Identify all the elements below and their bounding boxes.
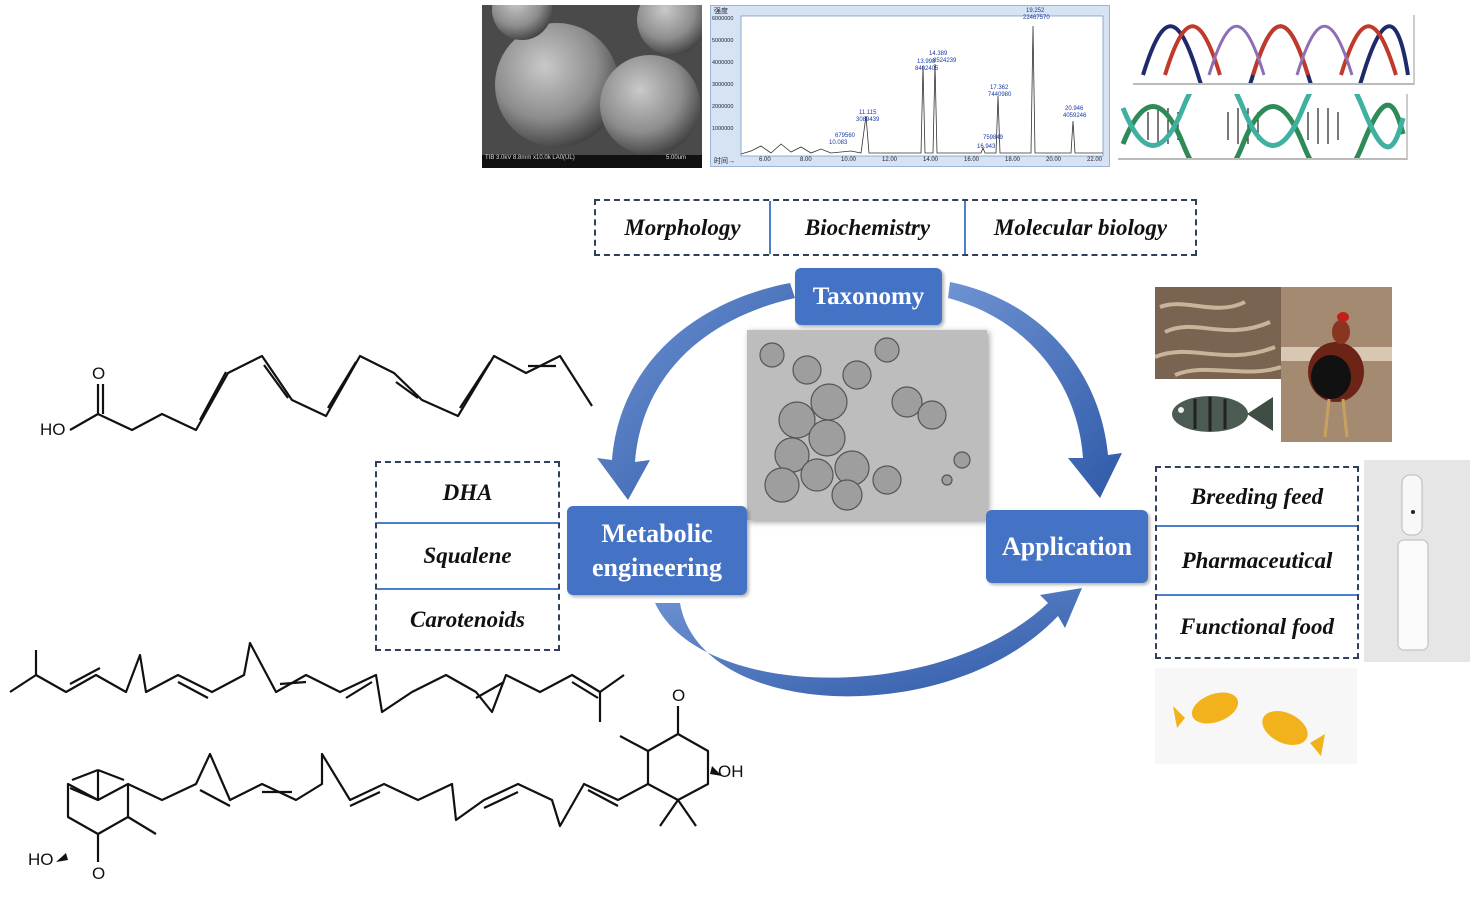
- rooster-photo: [1281, 287, 1392, 442]
- product-carotenoids: Carotenoids: [409, 606, 526, 632]
- chrom-x-tick: 16.00: [964, 157, 980, 163]
- application-label: Application: [1001, 531, 1133, 561]
- squalene-structure: [9, 641, 625, 722]
- chrom-peak-label: 8402405: [915, 66, 939, 72]
- chrom-peak-label: 20.946: [1065, 106, 1084, 112]
- chrom-peak-label: 22467570: [1023, 15, 1050, 21]
- chrom-x-tick: 20.00: [1046, 157, 1062, 163]
- method-morphology: Morphology: [624, 214, 741, 240]
- softgel-photo: [1155, 668, 1357, 764]
- chrom-y-tick: 3000000: [712, 82, 734, 88]
- dna-helix-green: [1118, 94, 1408, 160]
- microalgae-micrograph: [747, 330, 987, 520]
- astax-hydroxyl-label-left: HO: [28, 850, 54, 869]
- chrom-x-tick: 10.00: [841, 157, 857, 163]
- arrow-taxonomy-to-metabolic: [597, 283, 795, 500]
- astaxanthin-structure: [66, 706, 710, 862]
- chrom-peak-label: 14.389: [929, 51, 948, 57]
- fish-photo: [1155, 379, 1281, 449]
- application-breeding-feed: Breeding feed: [1190, 483, 1324, 509]
- chrom-peak-label: 759849: [983, 135, 1004, 141]
- panel-divider: [377, 522, 558, 524]
- taxonomy-methods-panel: Morphology Biochemistry Molecular biolog…: [594, 199, 1197, 256]
- chrom-y-tick: 6000000: [712, 16, 734, 22]
- metabolic-label-line2: engineering: [592, 552, 722, 582]
- sem-scale-label: 5.00um: [666, 155, 687, 161]
- chrom-y-tick: 5000000: [712, 38, 734, 44]
- chrom-peak-label: 19.252: [1026, 8, 1045, 14]
- sem-micrograph: TIB 3.0kV 8.8mm x10.0k LA0(UL) 5.00um: [482, 5, 702, 168]
- product-dha: DHA: [442, 479, 493, 505]
- chrom-x-label: 时间→: [714, 158, 735, 165]
- chrom-x-tick: 14.00: [923, 157, 939, 163]
- arrow-taxonomy-to-application: [948, 282, 1122, 498]
- chrom-peak-label: 7440980: [988, 92, 1012, 98]
- panel-divider: [769, 201, 771, 254]
- dha-oxygen-label: O: [92, 364, 106, 383]
- sem-caption: TIB 3.0kV 8.8mm x10.0k LA0(UL): [485, 155, 575, 161]
- taxonomy-label: Taxonomy: [812, 282, 925, 310]
- shrimp-photo: [1155, 287, 1281, 379]
- chrom-peak-label: 4059246: [1063, 113, 1087, 119]
- chrom-x-tick: 6.00: [759, 157, 771, 163]
- panel-divider: [377, 588, 558, 590]
- application-pharmaceutical: Pharmaceutical: [1181, 547, 1333, 573]
- chrom-peak-label: 679560: [835, 133, 856, 139]
- arrow-metabolic-to-application: [655, 588, 1082, 697]
- method-molecular-biology: Molecular biology: [993, 214, 1168, 240]
- ampoule-photo: [1364, 460, 1470, 662]
- astax-oxygen-label-right: O: [672, 686, 686, 705]
- panel-divider: [964, 201, 966, 254]
- application-functional-food: Functional food: [1179, 613, 1334, 639]
- dha-hydroxyl-label: HO: [40, 420, 66, 439]
- method-biochemistry: Biochemistry: [804, 214, 931, 240]
- chrom-peak-label: 16.943: [977, 144, 996, 150]
- chrom-peak-label: 10.083: [829, 140, 848, 146]
- products-panel: DHA Squalene Carotenoids: [375, 461, 560, 651]
- chrom-x-tick: 22.00: [1087, 157, 1103, 163]
- astax-oxygen-label-left: O: [92, 864, 106, 883]
- chrom-y-tick: 2000000: [712, 104, 734, 110]
- applications-panel: Breeding feed Pharmaceutical Functional …: [1155, 466, 1359, 659]
- chrom-peak-label: 17.362: [990, 85, 1009, 91]
- chrom-x-tick: 8.00: [800, 157, 812, 163]
- astax-hydroxyl-label-right: OH: [718, 762, 744, 781]
- chrom-peak-label: 8524239: [933, 58, 957, 64]
- taxonomy-box: Taxonomy: [795, 268, 942, 325]
- gc-chromatogram: 强度 时间→ 11.115 3089439 13.998 8402405 14.…: [710, 5, 1110, 167]
- product-squalene: Squalene: [423, 543, 512, 568]
- metabolic-engineering-box: Metabolic engineering: [567, 506, 747, 595]
- panel-divider: [1157, 594, 1357, 596]
- panel-divider: [1157, 525, 1357, 527]
- dha-structure: [69, 354, 593, 432]
- chrom-x-tick: 12.00: [882, 157, 898, 163]
- dna-helix-red: [1133, 15, 1415, 85]
- metabolic-label-line1: Metabolic: [601, 518, 713, 548]
- application-box: Application: [986, 510, 1148, 583]
- chrom-y-label: 强度: [714, 8, 728, 15]
- chrom-peak-label: 11.115: [859, 110, 877, 116]
- chrom-x-tick: 18.00: [1005, 157, 1021, 163]
- chrom-peak-label: 13.998: [917, 59, 936, 65]
- chrom-y-tick: 1000000: [712, 126, 734, 132]
- chrom-peak-label: 3089439: [856, 117, 880, 123]
- chrom-y-tick: 4000000: [712, 60, 734, 66]
